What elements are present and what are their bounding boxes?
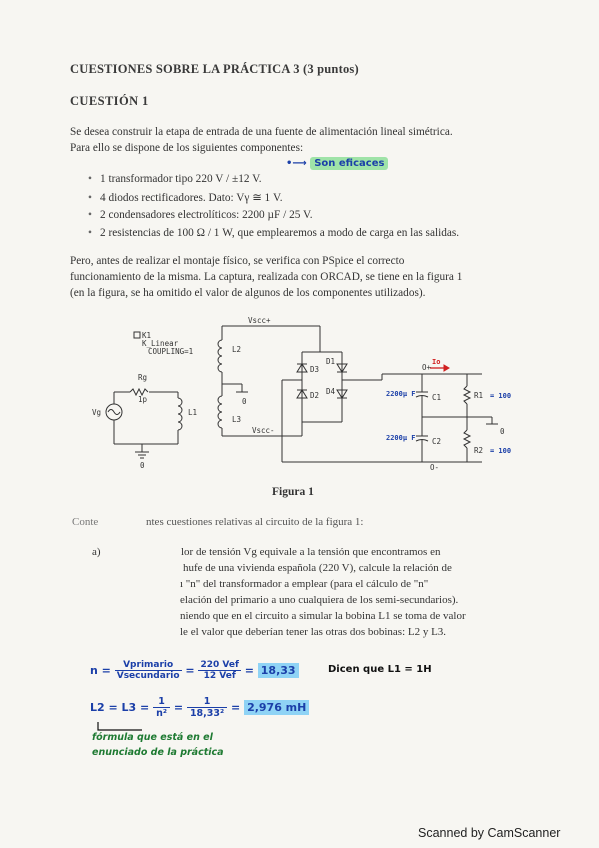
l-result: 2,976 mH xyxy=(244,700,310,715)
diode-d4 xyxy=(336,389,348,399)
intro-line-1: Se desea construir la etapa de entrada d… xyxy=(70,126,453,138)
r1-resistor xyxy=(462,385,472,405)
inv-n2-fraction: 1 n² xyxy=(153,696,171,719)
coupling-label: COUPLING=1 xyxy=(148,347,193,356)
rg-value: 1p xyxy=(138,395,148,404)
part-a-line-3: ı "n" del transformador a emplear (para … xyxy=(180,578,429,590)
k-linear-label: K_Linear xyxy=(142,339,179,348)
annotation-son-eficaces: •⟶ Son eficaces xyxy=(286,157,389,170)
l3-coil xyxy=(217,395,223,429)
part-a-line-6: le el valor que deberían tener las otras… xyxy=(180,626,447,638)
k1-box xyxy=(133,331,141,339)
v-primario: Vprimario xyxy=(114,660,182,671)
diode-d2 xyxy=(296,389,308,399)
v-secundario: Vsecundario xyxy=(116,671,180,681)
l-equation: L2 = L3 = 1 n² = 1 18,33² = 2,976 mH xyxy=(90,696,310,719)
l2-label: L2 xyxy=(232,345,241,354)
ground-0-right: 0 xyxy=(500,427,505,436)
vscc-minus-label: Vscc- xyxy=(252,426,275,435)
k1-label: K1 xyxy=(142,331,151,340)
d3-label: D3 xyxy=(310,365,319,374)
o-minus-label: O- xyxy=(430,463,439,472)
bullet-transformer: •1 transformador tipo 220 V / ±12 V. xyxy=(88,173,262,185)
dicen-note: Dicen que L1 = 1H xyxy=(328,664,432,675)
r1-handwritten-value: = 100 xyxy=(490,392,511,400)
son-eficaces-text: Son eficaces xyxy=(310,157,389,170)
c1-handwritten-value: 2200µ F xyxy=(386,390,416,398)
bullet-resistors-text: 2 resistencias de 100 Ω / 1 W, que emple… xyxy=(100,227,460,239)
inv-n-value-den: 18,33² xyxy=(189,708,225,719)
page-title: CUESTIONES SOBRE LA PRÁCTICA 3 (3 puntos… xyxy=(70,62,359,76)
diode-d3 xyxy=(296,363,308,373)
para2-line-1: Pero, antes de realizar el montaje físic… xyxy=(70,255,405,267)
inv-n-value-fraction: 1 18,33² xyxy=(186,696,228,719)
circuit-figure: K1 K_Linear COUPLING=1 Vscc+ Vscc- Rg 1p… xyxy=(92,316,511,472)
io-label: Io xyxy=(432,358,440,366)
r1-label: R1 xyxy=(474,391,483,400)
inv-n2-num: 1 xyxy=(153,696,171,708)
bullet-resistors: •2 resistencias de 100 Ω / 1 W, que empl… xyxy=(88,227,460,239)
c2-handwritten-value: 2200µ F xyxy=(386,434,416,442)
bullet-diodes: •4 diodos rectificadores. Dato: Vγ ≅ 1 V… xyxy=(88,192,283,204)
rg-label: Rg xyxy=(138,373,147,382)
part-a-label: a) xyxy=(92,546,101,558)
part-a-line-4: elación del primario a uno cualquiera de… xyxy=(180,594,459,606)
para2-line-2: funcionamiento de la misma. La captura, … xyxy=(70,271,463,283)
r2-handwritten-value: = 100 xyxy=(490,447,511,455)
c1-label: C1 xyxy=(432,393,441,402)
r2-resistor xyxy=(462,429,472,449)
para2-line-3: (en la figura, se ha omitido el valor de… xyxy=(70,287,426,299)
conte-suffix: ntes cuestiones relativas al circuito de… xyxy=(146,516,364,528)
bullet-diodes-text: 4 diodos rectificadores. Dato: Vγ ≅ 1 V. xyxy=(100,192,283,204)
note-line-1: fórmula que está en el xyxy=(92,732,213,743)
bullet-capacitors: •2 condensadores electrolíticos: 2200 µF… xyxy=(88,209,313,221)
n-result: 18,33 xyxy=(257,663,299,678)
v-ratio-fraction: Vprimario Vsecundario xyxy=(114,660,182,681)
o-plus-label: O+ xyxy=(422,363,432,372)
ground-0-mid: 0 xyxy=(242,397,247,406)
l1-label: L1 xyxy=(188,408,197,417)
l3-label: L3 xyxy=(232,415,241,424)
scanner-footer: Scanned by CamScanner xyxy=(418,826,561,840)
question-heading: CUESTIÓN 1 xyxy=(70,94,149,108)
voltage-primary: 220 Vef xyxy=(198,660,241,671)
intro-line-2: Para ello se dispone de los siguientes c… xyxy=(70,142,304,154)
n-equation: n = Vprimario Vsecundario = 220 Vef 12 V… xyxy=(90,660,299,681)
inv-n2-den: n² xyxy=(156,708,168,719)
inv-n-value-num: 1 xyxy=(186,696,228,708)
figure-caption: Figura 1 xyxy=(272,486,314,498)
voltage-secondary: 12 Vef xyxy=(203,671,236,681)
diode-d1 xyxy=(336,363,348,373)
voltage-fraction: 220 Vef 12 Vef xyxy=(198,660,241,681)
d4-label: D4 xyxy=(326,387,336,396)
r2-label: R2 xyxy=(474,446,483,455)
conte-prefix: Conte xyxy=(72,516,99,528)
bullet-transformer-text: 1 transformador tipo 220 V / ±12 V. xyxy=(100,173,262,185)
d2-label: D2 xyxy=(310,391,319,400)
part-a-line-1: lor de tensión Vg equivale a la tensión … xyxy=(181,546,441,558)
l2-coil xyxy=(217,339,223,373)
note-line-2: enunciado de la práctica xyxy=(92,747,224,758)
part-a-line-5: niendo que en el circuito a simular la b… xyxy=(180,610,466,622)
ground-0-left: 0 xyxy=(140,461,145,470)
vg-label: Vg xyxy=(92,408,101,417)
bullet-capacitors-text: 2 condensadores electrolíticos: 2200 µF … xyxy=(100,209,313,221)
c2-label: C2 xyxy=(432,437,441,446)
l1-coil xyxy=(177,397,183,431)
note-arrow xyxy=(97,722,142,731)
part-a-line-2: hufe de una vivienda española (220 V), c… xyxy=(183,562,452,574)
vscc-plus-label: Vscc+ xyxy=(248,316,271,325)
d1-label: D1 xyxy=(326,357,335,366)
rg-resistor xyxy=(129,387,149,397)
l2l3-label: L2 = L3 = xyxy=(90,701,150,714)
n-label: n = xyxy=(90,664,111,677)
